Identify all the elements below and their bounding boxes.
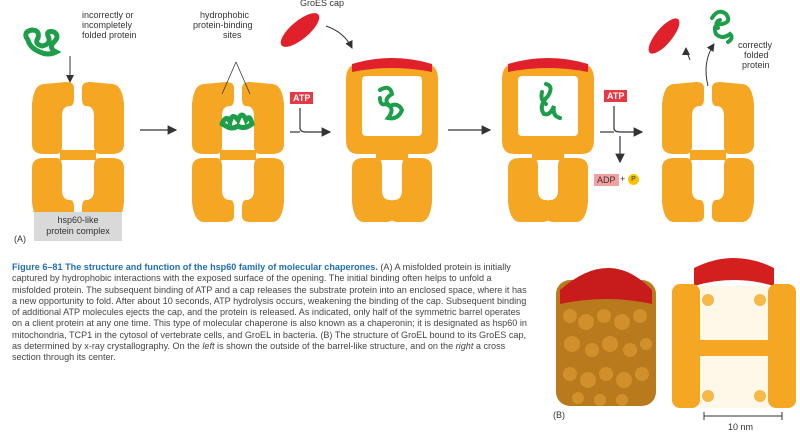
hydrophobic-label-1: hydrophobic (200, 10, 250, 20)
figure-heading: The structure and function of the hsp60 … (65, 262, 378, 272)
plus-sign: + (620, 174, 626, 184)
correct-label-2: folded (744, 50, 769, 60)
pi-badge: P (628, 174, 639, 185)
complex-label-2: protein complex (46, 226, 110, 236)
adp-badge: ADP (594, 174, 619, 186)
scale-bar (703, 412, 783, 420)
barrel-2 (192, 82, 284, 222)
groel-outside-structure (556, 268, 656, 406)
groes-cap-icon (280, 13, 320, 47)
misfolded-label-3: folded protein (82, 30, 137, 40)
caption-body-2: is shown the outside of the barrel-like … (214, 341, 456, 352)
caption-body-1: (A) A misfolded protein is initially cap… (12, 262, 527, 352)
scale-label: 10 nm (728, 422, 754, 432)
cap-4 (508, 58, 588, 72)
correctly-folded-protein (710, 9, 734, 44)
barrel-1 (32, 82, 124, 222)
figure-number: Figure 6–81 (12, 262, 63, 272)
hydrophobic-label-2: protein-binding (193, 20, 253, 30)
bound-protein (219, 112, 255, 131)
groel-cross-section (672, 258, 796, 408)
panel-b-label: (B) (553, 410, 565, 420)
barrel-5 (662, 82, 754, 222)
hsp60-complex-label: hsp60-like protein complex (34, 212, 122, 241)
atp-badge-1: ATP (290, 92, 314, 104)
misfolded-label-1: incorrectly or (82, 10, 134, 20)
correct-label-3: protein (742, 60, 770, 70)
ejected-cap-icon (648, 18, 680, 54)
misfolded-protein-1 (23, 27, 62, 57)
misfolded-label-2: incompletely (82, 20, 133, 30)
correct-label-1: correctly (738, 40, 773, 50)
caption-left: left (202, 341, 215, 352)
panel-a-label: (A) (14, 234, 26, 244)
atp-badge-2: ATP (604, 90, 628, 102)
complex-label-1: hsp60-like (57, 215, 99, 225)
caption-right: right (455, 341, 474, 352)
caption-body-3: a cross section through its center. (12, 341, 506, 363)
figure-caption: Figure 6–81 The structure and function o… (12, 262, 532, 364)
groes-cap-label: GroES cap (300, 0, 345, 8)
enclosed-protein (378, 85, 405, 121)
folding-protein (539, 82, 562, 120)
hydrophobic-label-3: sites (223, 30, 242, 40)
